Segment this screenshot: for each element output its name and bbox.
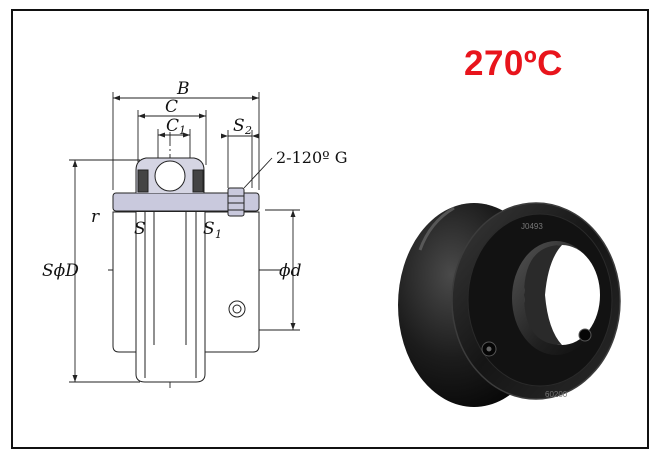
label-bore-diameter: ϕd bbox=[279, 261, 302, 281]
bearing-cross-section bbox=[112, 157, 260, 383]
label-S1: S bbox=[203, 219, 215, 239]
label-S: S bbox=[134, 219, 146, 239]
label-S2: S bbox=[233, 116, 245, 136]
label-S2-subscript: 2 bbox=[244, 124, 252, 137]
label-S1-subscript: 1 bbox=[215, 228, 222, 241]
bearing-photo bbox=[398, 202, 621, 407]
photo-marking-top: J0493 bbox=[521, 222, 543, 231]
label-C1: C bbox=[166, 116, 179, 136]
label-C1-subscript: 1 bbox=[179, 124, 186, 137]
label-set-screw-G: 2-120º G bbox=[276, 148, 348, 167]
temperature-rating: 270ºC bbox=[464, 44, 563, 83]
photo-marking-bottom: 60200 bbox=[545, 390, 568, 399]
label-C: C bbox=[165, 97, 178, 117]
label-r: r bbox=[91, 207, 100, 227]
label-outer-diameter: SϕD bbox=[42, 261, 79, 281]
label-B: B bbox=[176, 79, 190, 99]
